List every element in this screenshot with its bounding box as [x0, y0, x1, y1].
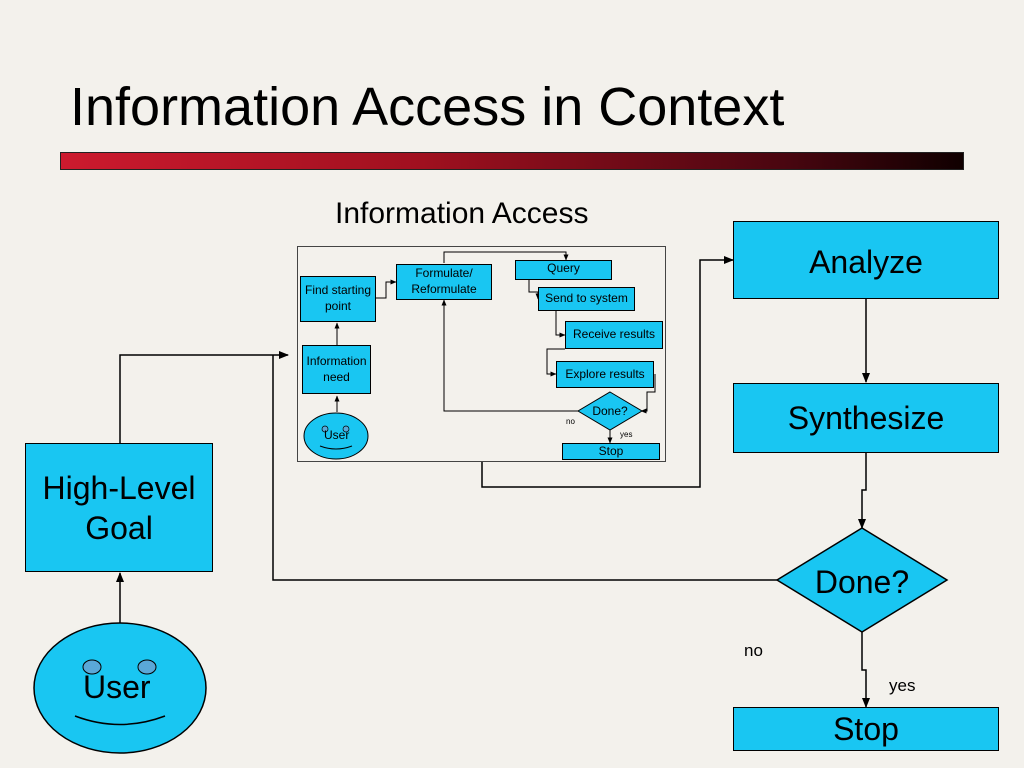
synthesize-box: Synthesize: [733, 383, 999, 453]
inset-yes-label: yes: [620, 430, 633, 439]
inset-user-face-icon: [303, 412, 369, 460]
no-label: no: [744, 641, 763, 660]
arrow-inset-to-analyze: [481, 256, 734, 488]
inset-arrow-send-to-receive: [555, 311, 566, 338]
inset-send-box: Send to system: [538, 287, 635, 311]
arrow-done-to-stop: [861, 632, 870, 708]
high-level-goal-box: High-Level Goal: [25, 443, 213, 572]
inset-title: Information Access: [335, 197, 589, 230]
user-label: User: [83, 669, 151, 705]
inset-arrow-query-to-send: [528, 280, 541, 300]
user-face-icon: [33, 622, 207, 754]
inset-receive-box: Receive results: [565, 321, 663, 349]
title-underline-bar: [60, 152, 964, 170]
slide-title: Information Access in Context: [70, 77, 785, 137]
inset-stop-box: Stop: [562, 443, 660, 460]
stop-box: Stop: [733, 707, 999, 751]
inset-done-label: Done?: [592, 404, 628, 418]
inset-info-need-box: Information need: [302, 345, 371, 394]
inset-done-decision-diamond: [577, 391, 643, 431]
inset-find-start-box: Find starting point: [300, 276, 376, 322]
inset-query-box: Query: [515, 260, 612, 280]
main-flow-connectors: [116, 256, 870, 708]
inset-no-label: no: [566, 417, 575, 426]
inset-arrow-receive-to-explore: [546, 348, 565, 377]
arrow-synthesize-to-done: [858, 452, 867, 529]
loop-done-no: [272, 355, 777, 581]
yes-label: yes: [889, 676, 916, 695]
arrow-goal-to-info-need: [119, 351, 289, 443]
inset-loop-no: [441, 299, 578, 412]
inset-arrow-start-to-formulate: [376, 279, 397, 299]
inset-formulate-box: Formulate/ Reformulate: [396, 264, 492, 300]
done-decision-diamond: [775, 527, 949, 633]
inset-arrow-formulate-to-query: [443, 251, 569, 263]
inset-explore-box: Explore results: [556, 361, 654, 388]
inset-flow-connectors: [334, 251, 656, 444]
inset-arrow-explore-to-done: [640, 374, 656, 414]
inset-user-label: User: [324, 428, 350, 442]
analyze-box: Analyze: [733, 221, 999, 299]
done-label: Done?: [814, 564, 910, 600]
